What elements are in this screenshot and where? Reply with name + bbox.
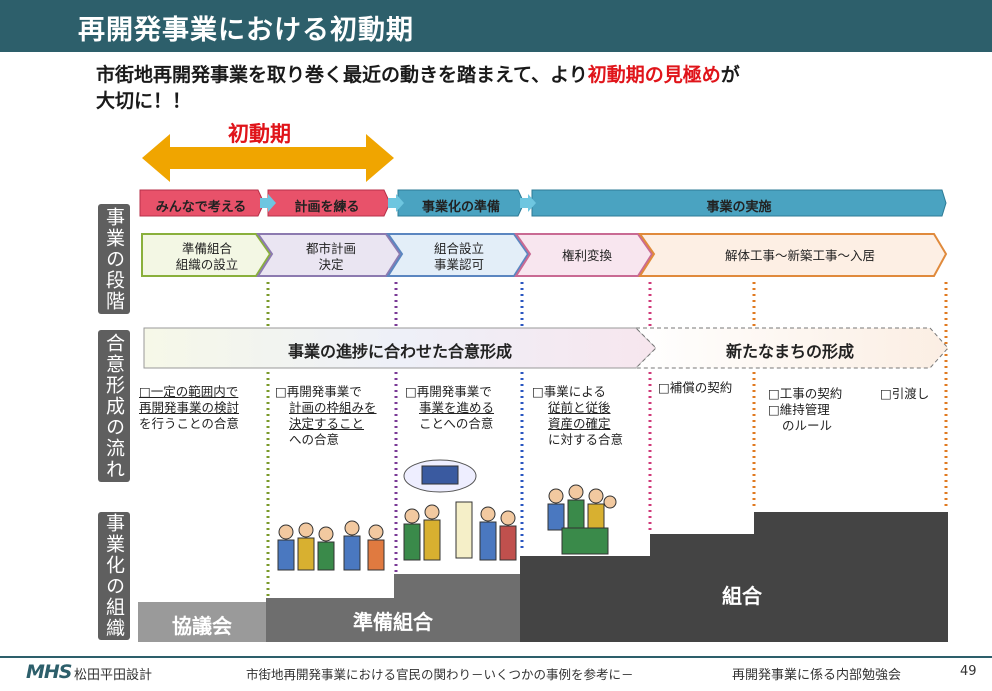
org-block-3a	[520, 556, 650, 642]
initial-period-arrow	[142, 134, 394, 182]
stage-row	[141, 233, 948, 277]
consensus-item-6-l3: のルール	[782, 418, 833, 433]
consensus-item-3: □再開発事業で 事業を進める ことへの合意	[405, 384, 523, 432]
consensus-item-5: □補償の契約	[658, 380, 733, 395]
consensus-item-6-l1: □工事の契約	[768, 386, 843, 401]
consensus-item-6: □工事の契約 □維持管理 のルール	[768, 386, 878, 434]
consensus-arrow-2: 新たなまちの形成	[725, 342, 854, 361]
consensus-item-2-l3: 決定すること	[289, 416, 365, 431]
org-block-1	[138, 602, 266, 642]
lead-text-before: 市街地再開発事業を取り巻く最近の動きを踏まえて、より	[96, 64, 588, 86]
consensus-item-2-l2: 計画の枠組みを	[289, 400, 377, 415]
consensus-item-1: □一定の範囲内で 再開発事業の検討 を行うことの合意	[139, 384, 267, 432]
consensus-item-2-l1: □再開発事業で	[275, 384, 362, 399]
side-label-flow: 合意形成の流れ	[98, 330, 130, 482]
stage-4: 権利変換	[561, 248, 612, 263]
org-block-2b	[394, 574, 520, 642]
footer-company: 松田平田設計	[74, 668, 153, 683]
lead-highlight: 初動期の見極め	[587, 64, 721, 86]
phase-header-1: みんなで考える	[155, 200, 247, 215]
consensus-arrow-row	[143, 327, 949, 369]
org-block-3b	[650, 534, 754, 642]
lead-text-after: が	[720, 64, 740, 86]
lead-line2: 大切に！！	[96, 90, 192, 112]
stage-3: 組合設立 事業認可	[400, 241, 518, 273]
title-bar: 再開発事業における初動期	[0, 0, 992, 52]
stage-2-line1: 都市計画	[305, 241, 356, 256]
page-number: 49	[960, 664, 977, 679]
consensus-item-3-l3: ことへの合意	[419, 416, 494, 431]
side-label-organization: 事業化の組織	[98, 512, 130, 640]
consensus-item-4-l3: 資産の確定	[548, 416, 611, 431]
consensus-item-7: □引渡し	[880, 386, 930, 401]
company-logo: MHS	[26, 661, 72, 683]
org-label-3: 組合	[722, 584, 762, 608]
consensus-item-3-l2: 事業を進める	[419, 400, 495, 415]
consensus-item-6-l2: □維持管理	[768, 402, 830, 417]
phase-header-3: 事業化の準備	[421, 200, 500, 215]
stage-5: 解体工事～新築工事～入居	[724, 248, 875, 263]
footer-center-text: 市街地再開発事業における官民の関わり－いくつかの事例を参考に－	[246, 667, 634, 682]
page-title: 再開発事業における初動期	[78, 15, 414, 46]
footer-divider	[0, 656, 992, 658]
org-label-1: 協議会	[172, 614, 232, 638]
stage-3-line2: 事業認可	[433, 257, 484, 272]
org-block-3c	[754, 512, 948, 642]
consensus-item-4: □事業による 従前と従後 資産の確定 に対する合意	[532, 384, 650, 448]
consensus-item-4-l4: に対する合意	[548, 432, 624, 447]
consensus-item-2: □再開発事業で 計画の枠組みを 決定すること への合意	[275, 384, 397, 448]
people-illustration-2	[403, 459, 517, 561]
consensus-item-2-l4: への合意	[289, 432, 340, 447]
stage-1-line2: 組織の設立	[175, 257, 239, 272]
consensus-item-3-l1: □再開発事業で	[405, 384, 492, 399]
people-illustration-1	[277, 520, 385, 571]
phase-header-2: 計画を練る	[294, 200, 360, 215]
lead-text: 市街地再開発事業を取り巻く最近の動きを踏まえて、より初動期の見極めが 大切に！！	[96, 62, 956, 114]
footer-right-text: 再開発事業に係る内部勉強会	[732, 668, 902, 683]
consensus-item-1-l2: 再開発事業の検討	[139, 400, 240, 415]
stage-2-line2: 決定	[318, 257, 344, 272]
org-block-2a	[266, 598, 394, 642]
stage-2: 都市計画 決定	[272, 241, 390, 273]
people-illustration-3	[547, 484, 617, 555]
phase-header-row	[139, 189, 947, 217]
consensus-item-1-l1: □一定の範囲内で	[139, 384, 239, 399]
initial-period-label: 初動期	[228, 122, 291, 146]
consensus-item-4-l1: □事業による	[532, 384, 606, 399]
consensus-item-4-l2: 従前と従後	[548, 400, 611, 415]
consensus-item-1-l3: を行うことの合意	[139, 416, 239, 431]
phase-header-4: 事業の実施	[706, 200, 772, 215]
stage-3-line1: 組合設立	[433, 241, 484, 256]
side-label-stage: 事業の段階	[98, 204, 130, 314]
consensus-arrow-1: 事業の進捗に合わせた合意形成	[287, 342, 512, 361]
stage-1: 準備組合 組織の設立	[148, 241, 266, 273]
org-label-2: 準備組合	[353, 610, 433, 634]
stage-1-line1: 準備組合	[181, 241, 232, 256]
